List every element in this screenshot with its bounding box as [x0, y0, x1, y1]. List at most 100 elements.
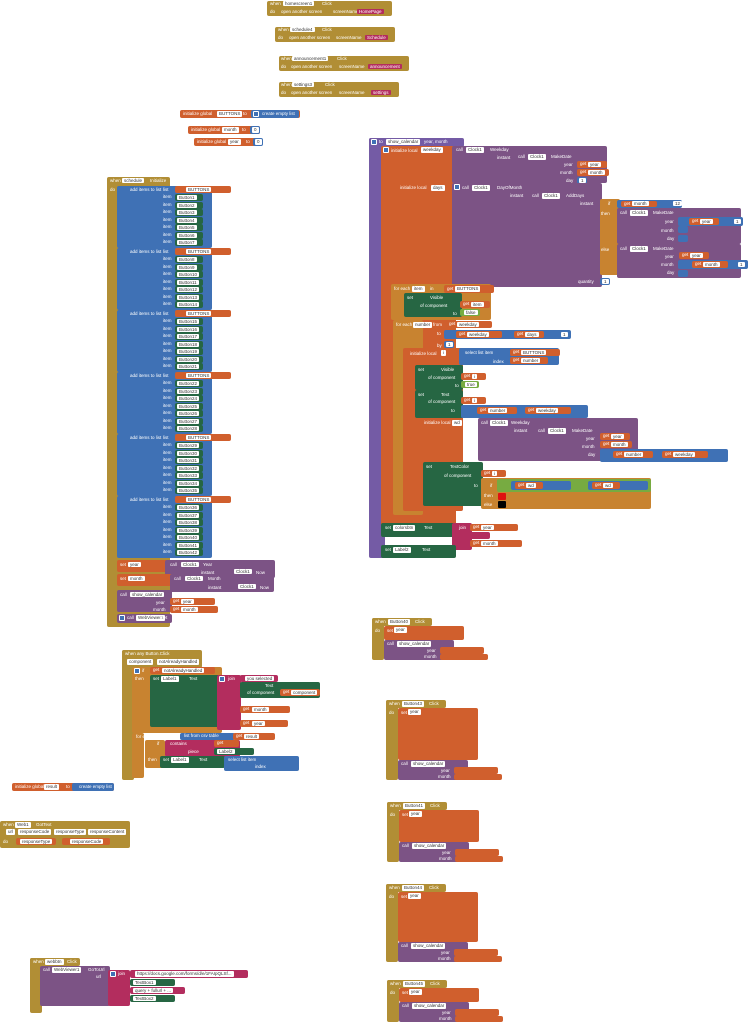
global-month-name[interactable]: month: [222, 127, 239, 133]
false-value[interactable]: false: [464, 310, 478, 315]
button-name[interactable]: Button20: [177, 356, 200, 362]
color-red-swatch[interactable]: [498, 493, 506, 500]
label2-component[interactable]: Label2: [393, 547, 411, 553]
button-name[interactable]: Button17: [177, 334, 200, 339]
web1-component[interactable]: Web1: [15, 822, 31, 828]
get-item[interactable]: [214, 740, 239, 747]
clock1-dropdown[interactable]: Clock1: [548, 428, 566, 434]
i-var[interactable]: i: [472, 374, 477, 379]
clock1-dropdown[interactable]: Clock1: [181, 562, 199, 567]
button-name[interactable]: Button24: [177, 396, 200, 401]
textbox1-component[interactable]: TextBox1: [133, 980, 156, 985]
clock1-dropdown[interactable]: Clock1: [528, 154, 546, 160]
nav-body-block[interactable]: [398, 892, 478, 942]
n-1[interactable]: 1: [602, 279, 609, 284]
button-name[interactable]: Button33: [177, 473, 200, 478]
button-name[interactable]: Button37: [177, 512, 200, 518]
button-name[interactable]: Button27: [177, 418, 200, 424]
gear-icon[interactable]: [134, 668, 140, 674]
show-calendar-proc[interactable]: show_calendar: [130, 592, 165, 597]
screen-schedule[interactable]: Schedule: [365, 35, 388, 40]
colorsbtn-component[interactable]: colorsbtn: [393, 525, 416, 531]
button-name[interactable]: Button5: [177, 225, 197, 230]
button-name[interactable]: Button39: [177, 527, 200, 533]
nav-button-dropdown[interactable]: Button43: [402, 701, 425, 707]
global-buttons-name[interactable]: BUTTONS: [217, 111, 243, 117]
global-year-get[interactable]: year: [181, 599, 194, 604]
gear-icon[interactable]: [253, 111, 259, 117]
clock1-now[interactable]: Clock1: [234, 569, 252, 574]
number-var[interactable]: number: [624, 452, 644, 457]
clock1-now[interactable]: Clock1: [238, 584, 256, 589]
button-name[interactable]: Button15: [177, 319, 200, 324]
n1[interactable]: 1: [561, 332, 568, 337]
i-var[interactable]: i: [472, 398, 477, 403]
announcement1-dropdown[interactable]: announcement1: [292, 56, 329, 61]
global-year-get[interactable]: year: [481, 525, 494, 530]
webbtn-click-block[interactable]: [30, 958, 42, 1013]
clock-dayofmonth-call[interactable]: [452, 183, 602, 287]
component-get[interactable]: component: [291, 690, 318, 695]
settings3-dropdown[interactable]: settings3: [292, 82, 315, 87]
global-month-get[interactable]: month: [481, 541, 498, 546]
get-global-month[interactable]: [454, 956, 502, 962]
button-name[interactable]: Button8: [177, 257, 197, 262]
button-name[interactable]: Button26: [177, 411, 200, 416]
homescreen-dropdown[interactable]: homescreen1: [283, 1, 315, 6]
button-name[interactable]: Button7: [177, 240, 197, 245]
get-global-year[interactable]: [455, 849, 499, 856]
show-calendar-proc[interactable]: show_calendar: [397, 641, 432, 647]
n1[interactable]: 1: [446, 342, 453, 347]
webviewer1-target[interactable]: WebViewer1: [52, 967, 82, 973]
button-name[interactable]: Button1: [177, 195, 197, 200]
button-name[interactable]: Button29: [177, 443, 200, 448]
clock1-dropdown[interactable]: Clock1: [185, 576, 203, 581]
get-global-year[interactable]: [455, 1009, 499, 1016]
show-calendar-proc[interactable]: show_calendar: [411, 761, 446, 767]
weekday-var[interactable]: weekday: [467, 332, 489, 337]
wd-var[interactable]: wd: [452, 420, 462, 426]
year-value[interactable]: 0: [255, 139, 262, 145]
button-name[interactable]: Button35: [177, 488, 200, 493]
global-month-get[interactable]: month: [252, 707, 269, 712]
global-buttons-get[interactable]: BUTTONS: [186, 497, 212, 502]
get-global-year[interactable]: [440, 647, 484, 654]
list-from-csv[interactable]: [180, 733, 235, 740]
procedure-name[interactable]: show_calendar: [386, 139, 421, 145]
button-name[interactable]: Button25: [177, 403, 200, 409]
nav-button-dropdown[interactable]: Button44: [402, 885, 425, 891]
any-button-click-block[interactable]: [122, 650, 134, 780]
get-global-month[interactable]: [455, 1016, 503, 1022]
create-empty-list-block[interactable]: [251, 110, 299, 118]
clock1-dropdown[interactable]: Clock1: [472, 185, 490, 191]
global-year-set[interactable]: year: [409, 989, 422, 995]
schedule4-dropdown[interactable]: schedule4: [290, 27, 315, 32]
set-label1-text[interactable]: [150, 675, 220, 727]
button-name[interactable]: Button28: [177, 426, 200, 431]
button-name[interactable]: Button31: [177, 458, 200, 463]
weekday-var[interactable]: weekday: [536, 408, 558, 413]
nav-button-click-block[interactable]: [386, 700, 398, 780]
month-value[interactable]: 0: [252, 127, 259, 133]
gear-icon[interactable]: [371, 139, 377, 145]
nav-button-dropdown[interactable]: Button41: [403, 803, 426, 809]
days-var[interactable]: days: [431, 185, 445, 191]
number-var[interactable]: number: [413, 322, 433, 328]
global-result-block[interactable]: [12, 783, 114, 791]
webviewer1-dropdown[interactable]: WebViewer1: [136, 615, 166, 621]
button-name[interactable]: Button14: [177, 302, 200, 307]
button-name[interactable]: Button11: [177, 279, 199, 285]
nav-button-click-block[interactable]: [387, 802, 399, 862]
button-name[interactable]: Button38: [177, 520, 200, 525]
month-var[interactable]: month: [611, 442, 628, 447]
global-month-set[interactable]: month: [128, 576, 145, 581]
global-result-get[interactable]: result: [244, 734, 260, 739]
nav-button-click-block[interactable]: [387, 980, 399, 1022]
button-name[interactable]: Button23: [177, 388, 200, 394]
button-name[interactable]: Button4: [177, 217, 197, 223]
set-visible-true[interactable]: [415, 365, 463, 390]
button-name[interactable]: Button18: [177, 341, 200, 347]
button-name[interactable]: Button22: [177, 381, 200, 386]
select-list-item[interactable]: [224, 756, 299, 771]
response-content-param[interactable]: responseContent: [88, 829, 127, 835]
